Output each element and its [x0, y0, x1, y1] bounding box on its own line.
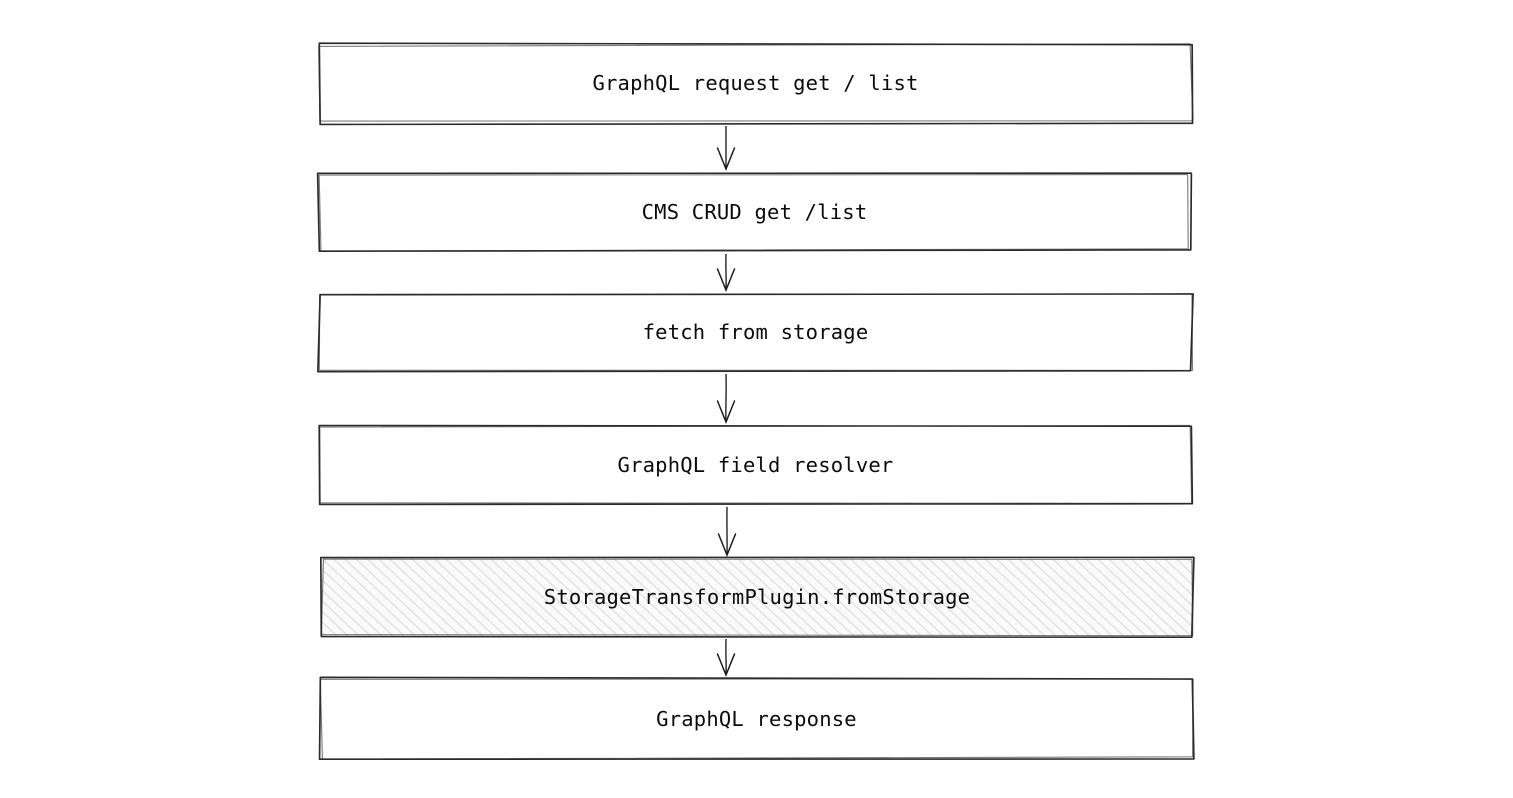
edge-graphql-field-resolver-to-storage-transform-plugin	[717, 506, 737, 557]
node-label-cms-crud: CMS CRUD get /list	[641, 199, 868, 224]
flow-node-fetch-from-storage[interactable]: fetch from storage	[316, 291, 1195, 374]
node-label-storage-transform-plugin: StorageTransformPlugin.fromStorage	[543, 585, 971, 610]
node-outline-graphql-field-resolver	[318, 424, 1194, 506]
node-label-graphql-request: GraphQL request get / list	[592, 71, 919, 96]
flow-node-graphql-request[interactable]: GraphQL request get / list	[316, 41, 1195, 126]
node-outline-graphql-response	[318, 676, 1195, 761]
edge-storage-transform-plugin-to-graphql-response	[716, 638, 736, 677]
node-label-fetch-from-storage: fetch from storage	[642, 320, 869, 345]
edge-graphql-request-to-cms-crud	[716, 125, 736, 171]
node-label-graphql-response: GraphQL response	[656, 706, 857, 731]
node-outline-cms-crud	[316, 172, 1193, 252]
flow-node-graphql-response[interactable]: GraphQL response	[317, 676, 1196, 762]
edge-fetch-from-storage-to-graphql-field-resolver	[716, 373, 736, 424]
node-outline-graphql-request	[318, 42, 1194, 126]
flow-node-storage-transform-plugin[interactable]: StorageTransformPlugin.fromStorage	[318, 556, 1196, 639]
node-label-graphql-field-resolver: GraphQL field resolver	[617, 452, 894, 477]
edge-cms-crud-to-fetch-from-storage	[716, 253, 736, 292]
flow-node-graphql-field-resolver[interactable]: GraphQL field resolver	[316, 423, 1195, 507]
node-outline-fetch-from-storage	[317, 293, 1194, 373]
node-outline-storage-transform-plugin	[319, 556, 1195, 639]
flow-node-cms-crud[interactable]: CMS CRUD get /list	[316, 170, 1193, 254]
